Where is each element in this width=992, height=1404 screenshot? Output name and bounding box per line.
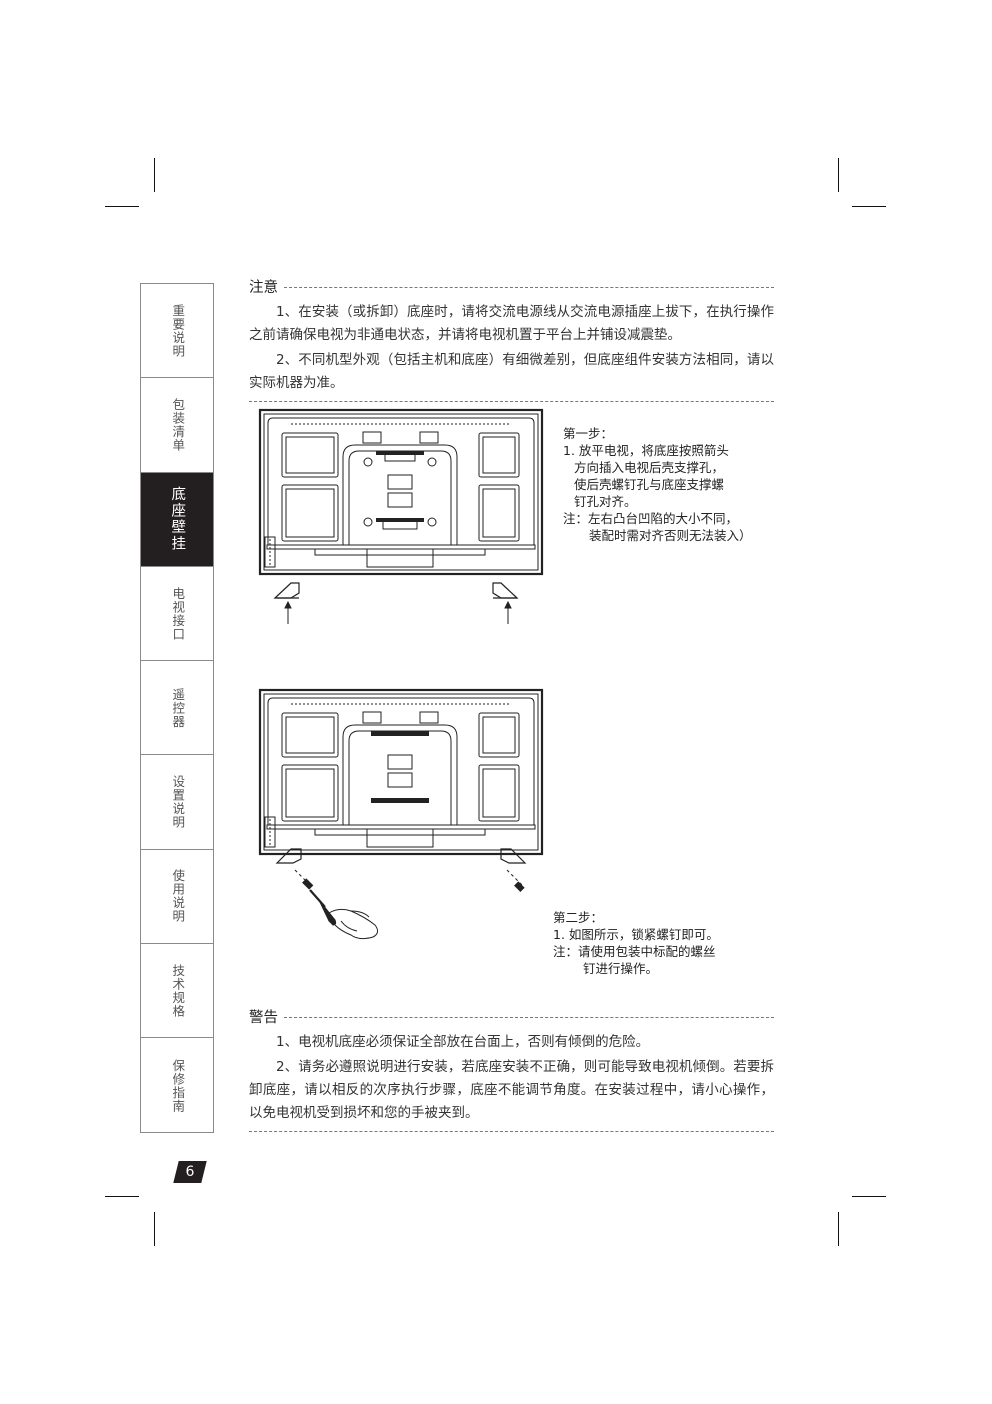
tab-label: 设置说明 xyxy=(170,775,186,830)
warning-section: 警告 1、电视机底座必须保证全部放在台面上，否则有倾倒的危险。 2、请务必遵照说… xyxy=(249,1006,774,1132)
caution-section: 注意 1、在安装（或拆卸）底座时，请将交流电源线从交流电源插座上拔下，在执行操作… xyxy=(249,276,774,402)
tab-label: 包装清单 xyxy=(170,397,186,452)
tab-label: 电视接口 xyxy=(170,586,186,641)
tab-label: 遥控器 xyxy=(170,687,186,729)
tab-stand-wall-mount[interactable]: 底座壁挂 xyxy=(141,472,213,567)
divider xyxy=(284,286,774,288)
step1-line: 1. 放平电视，将底座按照箭头 xyxy=(563,443,729,458)
caution-title: 注意 xyxy=(249,280,278,296)
crop-mark xyxy=(852,1196,886,1198)
step1-caption: 第一步： 1. 放平电视，将底座按照箭头 方向插入电视后壳支撑孔， 使后壳螺钉孔… xyxy=(563,425,752,544)
tab-settings-guide[interactable]: 设置说明 xyxy=(141,755,213,850)
tab-usage-guide[interactable]: 使用说明 xyxy=(141,850,213,945)
caution-paragraph: 1、在安装（或拆卸）底座时，请将交流电源线从交流电源插座上拔下，在执行操作之前请… xyxy=(249,304,774,343)
step1-note-line: 装配时需对齐否则无法装入） xyxy=(589,528,752,543)
tab-remote-control[interactable]: 遥控器 xyxy=(141,661,213,756)
tab-label: 技术规格 xyxy=(170,963,186,1018)
step2-note-line: 注：请使用包装中标配的螺丝 xyxy=(553,944,716,959)
step2-caption: 第二步： 1. 如图所示，锁紧螺钉即可。 注：请使用包装中标配的螺丝 钉进行操作… xyxy=(553,909,719,977)
step1-note-line: 注：左右凸台凹陷的大小不同， xyxy=(563,511,739,526)
tab-label: 使用说明 xyxy=(170,869,186,924)
tab-specifications[interactable]: 技术规格 xyxy=(141,944,213,1039)
crop-mark xyxy=(154,1212,156,1246)
crop-mark xyxy=(838,1212,840,1246)
caution-paragraph: 2、不同机型外观（包括主机和底座）有细微差别，但底座组件安装方法相同，请以实际机… xyxy=(249,352,774,391)
step1-line: 使后壳螺钉孔与底座支撑螺 xyxy=(574,477,725,492)
crop-mark xyxy=(105,1196,139,1198)
tab-label: 重要说明 xyxy=(170,303,186,358)
step1-line: 钉孔对齐。 xyxy=(574,494,637,509)
tab-label: 保修指南 xyxy=(170,1058,186,1113)
warning-paragraph: 1、电视机底座必须保证全部放在台面上，否则有倾倒的危险。 xyxy=(276,1034,650,1050)
tab-package-list[interactable]: 包装清单 xyxy=(141,378,213,473)
tab-tv-ports[interactable]: 电视接口 xyxy=(141,567,213,662)
step2-note-line: 钉进行操作。 xyxy=(583,961,659,976)
warning-title: 警告 xyxy=(249,1010,278,1026)
warning-paragraph: 2、请务必遵照说明进行安装，若底座安装不正确，则可能导致电视机倾倒。若要拆卸底座… xyxy=(249,1059,774,1121)
divider xyxy=(284,1016,774,1018)
step1-line: 方向插入电视后壳支撑孔， xyxy=(574,460,725,475)
page-number-badge: 6 xyxy=(173,1161,207,1183)
tab-important-notes[interactable]: 重要说明 xyxy=(141,284,213,379)
crop-mark xyxy=(105,206,139,208)
step2-title: 第二步： xyxy=(553,910,604,925)
tv-back-step1-illustration xyxy=(258,408,544,624)
tv-back-step2-illustration xyxy=(258,688,544,940)
step1-title: 第一步： xyxy=(563,426,614,441)
divider xyxy=(249,1131,774,1132)
page-number: 6 xyxy=(185,1164,195,1180)
divider xyxy=(249,401,774,402)
tab-label: 底座壁挂 xyxy=(169,486,186,553)
chapter-tabs: 重要说明 包装清单 底座壁挂 电视接口 遥控器 设置说明 使用说明 技术规格 保… xyxy=(140,283,214,1133)
tab-warranty[interactable]: 保修指南 xyxy=(141,1038,213,1132)
crop-mark xyxy=(838,158,840,192)
crop-mark xyxy=(154,158,156,192)
crop-mark xyxy=(852,206,886,208)
step2-line: 1. 如图所示，锁紧螺钉即可。 xyxy=(553,927,719,942)
